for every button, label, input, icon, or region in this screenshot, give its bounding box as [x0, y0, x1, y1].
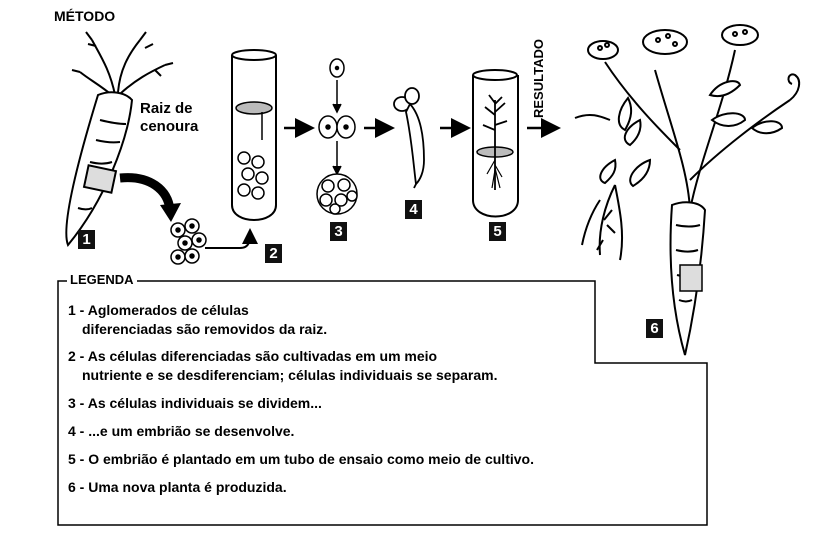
step-badge-6: 6 — [646, 319, 663, 338]
legend-item: 6 - Uma nova planta é produzida. — [68, 478, 534, 497]
legend-item: 5 - O embrião é plantado em um tubo de e… — [68, 450, 534, 469]
result-label: RESULTADO — [531, 39, 546, 118]
embryo-illustration — [393, 87, 425, 189]
cell-cluster — [170, 218, 207, 265]
legend-frame — [57, 280, 708, 526]
legend-item-text: 6 - Uma nova planta é produzida. — [68, 479, 287, 495]
step-badge-2: 2 — [265, 244, 282, 263]
step-badge-1: 1 — [78, 230, 95, 249]
legend-title: LEGENDA — [67, 272, 137, 288]
cell-division-sequence — [316, 58, 358, 215]
legend-item: 1 - Aglomerados de células diferenciadas… — [68, 301, 534, 339]
legend-item-text: 2 - As células diferenciadas são cultiva… — [68, 348, 438, 364]
legend-item-continuation: diferenciadas são removidos da raiz. — [82, 321, 328, 337]
root-label-line2: cenoura — [140, 118, 199, 135]
step-badge-3: 3 — [330, 222, 347, 241]
mature-plant-illustration — [574, 24, 801, 356]
legend: LEGENDA 1 - Aglomerados de células difer… — [57, 272, 708, 526]
legend-item: 4 - ...e um embrião se desenvolve. — [68, 422, 534, 441]
legend-item-text: 5 - O embrião é plantado em um tubo de e… — [68, 451, 534, 467]
legend-item: 3 - As células individuais se dividem... — [68, 394, 534, 413]
method-label: MÉTODO — [54, 8, 116, 24]
plantlet-in-tube — [472, 69, 519, 218]
step-badge-5: 5 — [489, 222, 506, 241]
legend-item: 2 - As células diferenciadas são cultiva… — [68, 347, 534, 385]
legend-item-text: 4 - ...e um embrião se desenvolve. — [68, 423, 295, 439]
legend-list: 1 - Aglomerados de células diferenciadas… — [68, 301, 534, 506]
legend-item-continuation: nutriente e se desdiferenciam; células i… — [82, 367, 498, 383]
root-label-line1: Raiz de — [140, 100, 193, 117]
test-tube-cultured-cells — [231, 49, 277, 221]
legend-item-text: 3 - As células individuais se dividem... — [68, 395, 322, 411]
carrot-root-illustration — [65, 31, 174, 247]
legend-item-text: 1 - Aglomerados de células — [68, 302, 249, 318]
step-badge-4: 4 — [405, 200, 422, 219]
